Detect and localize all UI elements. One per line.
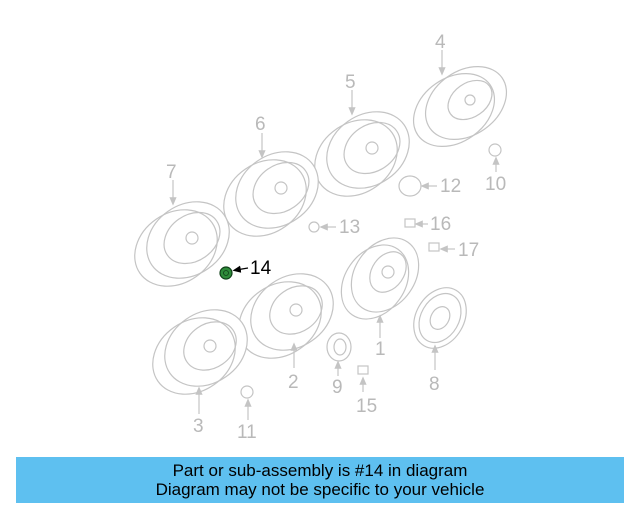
callout-1: 1: [375, 339, 386, 360]
bolt-16[interactable]: [404, 218, 416, 228]
lug-nut-11[interactable]: [240, 385, 254, 399]
callout-4: 4: [435, 32, 446, 53]
parts-diagram: 1 2 3 4 5 6 7 8 9 10 11 12 13 14 15 16 1…: [120, 32, 521, 443]
wheel-7[interactable]: [120, 186, 244, 302]
wheel-6[interactable]: [209, 136, 333, 252]
callout-12: 12: [440, 176, 461, 197]
callout-14: 14: [250, 258, 272, 279]
callout-6: 6: [255, 114, 266, 135]
callout-9: 9: [332, 377, 343, 398]
callout-15: 15: [356, 396, 377, 417]
callout-7: 7: [166, 162, 177, 183]
center-cap-10[interactable]: [488, 143, 502, 157]
center-cap-12[interactable]: [398, 175, 422, 197]
wheel-1[interactable]: [327, 225, 432, 332]
bolt-15[interactable]: [357, 365, 369, 375]
callout-17: 17: [458, 240, 479, 261]
callout-3: 3: [193, 416, 204, 437]
callout-2: 2: [288, 372, 299, 393]
banner-line-1: Part or sub-assembly is #14 in diagram: [172, 461, 468, 480]
callout-11: 11: [237, 422, 257, 443]
callout-8: 8: [429, 374, 440, 395]
wheel-5[interactable]: [300, 96, 424, 212]
wheel-4[interactable]: [400, 52, 521, 162]
valve-17[interactable]: [428, 242, 440, 252]
callout-10: 10: [485, 174, 506, 195]
callout-13: 13: [339, 217, 360, 238]
nut-13[interactable]: [308, 221, 320, 233]
banner-line-2: Diagram may not be specific to your vehi…: [155, 480, 485, 499]
info-banner: Part or sub-assembly is #14 in diagram D…: [16, 457, 624, 503]
hubcap-8[interactable]: [403, 278, 477, 357]
callout-5: 5: [345, 72, 356, 93]
callout-16: 16: [430, 214, 451, 235]
wheel-3[interactable]: [138, 294, 262, 410]
emblem-14[interactable]: [219, 266, 233, 280]
center-cap-9[interactable]: [326, 332, 352, 362]
wheel-2[interactable]: [224, 258, 348, 374]
